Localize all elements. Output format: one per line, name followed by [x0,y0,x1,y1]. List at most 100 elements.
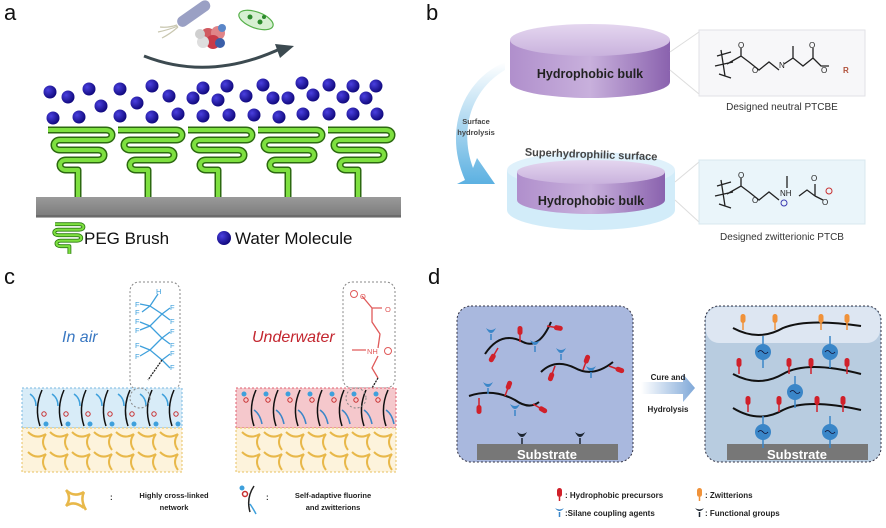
water-molecule [256,78,270,92]
svg-text:O: O [752,66,758,75]
network-legend-icon [64,489,88,511]
water-molecule [247,108,261,122]
atom-o: O [385,305,391,314]
water-molecule [306,88,320,102]
atom-label: F [135,300,140,309]
atom-label: F [170,349,175,358]
top-cylinder-label: Hydrophobic bulk [537,67,643,81]
water-molecule [162,89,176,103]
water-molecule [72,110,86,124]
ptcb-caption: Designed zwitterionic PTCB [720,232,844,243]
in-air-label: In air [62,329,98,346]
cure-hydrolysis-arrow [641,374,695,402]
side-group [808,358,814,374]
atom-label: F [135,317,140,326]
atom-label: H [156,287,161,296]
water-molecule [61,90,75,104]
panel-label-a: a [4,0,17,25]
side-group [786,358,792,374]
side-group [476,398,482,414]
legend-network-line2: network [160,503,190,512]
panel-d-diagram: Substrate Substrate Cure and Hydrolysis … [456,305,882,518]
orange-zwitterion-icon [697,488,702,497]
side-group [772,314,778,330]
side-group [844,358,850,374]
svg-text:O: O [821,66,827,75]
side-group [840,396,846,412]
atom-o: O [360,292,366,301]
process-label-line2: hydrolysis [457,128,495,137]
cross-linked-network [27,431,393,471]
svg-text:R: R [843,66,849,75]
water-molecule [322,78,336,92]
water-molecule [145,79,159,93]
protein-icon [195,24,226,49]
ptcbe-molecule: O O N O O R [714,41,849,79]
legend-text: : Functional groups [705,509,780,518]
panel-a-diagram: PEG Brush Water Molecule [36,0,401,254]
atom-label: F [135,308,140,317]
water-legend-icon [217,231,231,245]
peg-brushes [48,126,396,197]
water-molecules [43,76,384,125]
atom-label: F [135,326,140,335]
legend-item: : Zwitterions [697,488,753,501]
side-group [582,354,591,371]
side-group [736,358,742,374]
zwitterion-molecule [350,290,392,389]
water-molecule [266,91,280,105]
side-group [517,326,523,342]
water-molecule [94,99,108,113]
green-cell-icon [238,9,274,31]
atom-label: F [170,303,175,312]
process-label-line1: Surface [462,117,490,126]
water-molecule [145,110,159,124]
legend-text: :Silane coupling agents [565,509,655,518]
legend-water-molecule: Water Molecule [235,229,352,248]
water-molecule [369,79,383,93]
black-functional-group-icon [695,508,704,511]
svg-text:O: O [811,174,817,183]
process-label-line1: Cure and [651,373,686,382]
side-group [776,396,782,412]
water-molecule [322,107,336,121]
ptcbe-caption: Designed neutral PTCBE [726,102,838,113]
substrate-left: Substrate [517,447,577,462]
water-molecule [272,110,286,124]
legend-item: : Functional groups [695,508,780,518]
side-group [740,314,746,330]
side-group [547,365,556,382]
svg-text:O: O [809,41,815,50]
water-molecule [296,107,310,121]
peg-brush [258,126,326,197]
fluorinated-chain-molecule [139,293,171,381]
atom-label: F [170,363,175,372]
svg-text:NH: NH [780,189,792,198]
side-group [504,380,513,397]
adaptive-chains [29,389,395,427]
water-molecule [171,107,185,121]
water-molecule [346,79,360,93]
polymer-chains [468,314,862,448]
svg-text:O: O [822,198,828,207]
panel-label-b: b [426,0,439,25]
water-molecule [359,91,373,105]
svg-text:O: O [752,196,758,205]
side-group [745,396,751,412]
panel-b-diagram: Hydrophobic bulk O O N O O R Designed ne… [455,24,866,243]
water-molecule [82,82,96,96]
adaptive-chain-legend-icon [239,485,257,515]
legend-colon: : [266,493,269,502]
water-molecule [46,111,60,125]
side-group [818,314,824,330]
water-molecule [370,107,384,121]
ptcb-molecule: O O NH O O [714,171,833,209]
water-molecule [43,85,57,99]
water-molecule [196,109,210,123]
hydrophobic-bulk-cylinder-bottom: Hydrophobic bulk [507,152,675,230]
legend-peg-brush: PEG Brush [84,229,169,248]
water-molecule [336,90,350,104]
blue-silane-icon [555,508,564,511]
atom-label: F [170,327,175,336]
